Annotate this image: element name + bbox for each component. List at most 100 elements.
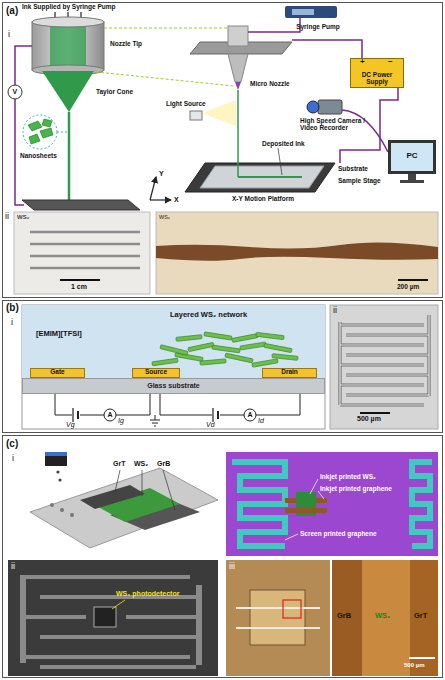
graphene-lead [236,627,320,629]
panel-frame [3,436,443,678]
annotation-text: Inkjet printed WS₂ [320,473,376,480]
flake [232,334,258,343]
battery-symbol [212,408,213,422]
taylor-cone [42,71,94,112]
annotation-text: High Speed Camera / Video Recorder [300,117,376,131]
annotation-text: Taylor Cone [96,88,133,95]
light-source-symbol [190,111,202,120]
battery-symbol [77,411,79,419]
electrode-box: Gate [30,368,85,378]
transistor-schematic [22,305,325,429]
zoom-leader [96,72,234,86]
graphene-region [332,560,362,676]
annotation-text: WS₂ photodetector [116,590,179,598]
substrate-band: Glass substrate [22,378,325,394]
annotation-text: Screen printed graphene [300,530,377,537]
graphene-lead [236,607,320,609]
electrode-box: Source [132,368,180,378]
camera-cable [342,110,388,152]
node-text: Source [145,369,167,376]
electrode-bus [20,575,26,663]
photo-background [226,452,438,556]
layer-label: WS₂ [134,460,148,468]
micrograph [226,560,330,676]
device-micrographs [226,560,438,676]
subpanel-numeral: ii [333,306,337,316]
ws2-square [250,590,305,645]
photo-background [8,560,218,676]
x-axis-arrow [150,199,171,200]
meter-letter: A [248,411,253,419]
micrograph [156,212,438,294]
scale-bar [409,657,435,659]
annotation-text: Light Source [166,100,206,107]
node-text: Glass substrate [147,382,200,389]
micrograph-zoom [332,560,438,676]
signal-name: Vg [66,421,75,429]
power-wire [292,40,362,58]
layer-label: GrB [337,612,351,620]
leader-line [163,470,175,510]
annotation-text: Nozzle Tip [110,40,142,47]
printed-line [30,267,140,270]
zoom-leader [104,28,228,29]
nozzle-body [228,26,248,46]
leader-line [285,534,298,540]
flake [212,345,240,353]
flake [264,343,292,352]
flake [240,342,266,350]
layer-label: GrT [113,460,125,468]
annotation-text: Nanosheets [20,152,57,159]
scale-bar [360,412,390,414]
micrograph [330,305,438,429]
annotation-text: Micro Nozzle [250,80,290,87]
electrode-finger [40,665,196,669]
ammeter-symbol [244,409,256,421]
panel-letter: (c) [6,438,18,449]
annotation-text: Ink Supplied by Syringe Pump [22,3,116,10]
axis-label: X [174,196,179,204]
scale-bar [60,279,100,281]
power-supply-box: DC Power Supply [350,58,404,88]
flake [204,332,232,340]
battery-symbol [217,411,219,419]
droplet [50,503,54,507]
leader-line [142,470,143,496]
node-text: DC Power Supply [352,72,402,86]
scale-label: 500 µm [357,415,381,423]
annotation-text: Substrate [338,165,368,172]
layer-label: GrT [414,612,427,620]
inkjet-head-top [45,452,67,456]
layer-label: WS₂ [375,612,390,620]
scale-bar [398,279,428,281]
nozzle-top [32,17,104,27]
printed-line-micro [156,242,438,260]
inkjet-graphene [285,508,327,513]
screen-printed-graphene [412,462,432,546]
electrode-fingers-inner [340,315,429,405]
subpanel-numeral: iii [229,562,235,572]
printed-line [30,231,140,234]
substrate-slab [22,200,140,210]
gate-circuit-wire [55,394,150,415]
leader-line [310,479,318,494]
layer-label: GrB [157,460,170,468]
ink-tube [248,18,300,32]
panel-frame [3,301,443,433]
flake [160,345,188,356]
subpanel-numeral: ii [11,562,15,572]
node-text: Drain [281,369,298,376]
signal-name: Ig [118,417,124,425]
electrode-finger [26,575,190,579]
annotation-text: Inkjet printed graphene [320,485,392,492]
flake [176,335,202,342]
panel-letter: (a) [6,5,18,16]
nozzle-cylinder [32,22,104,70]
annotation-text: Layered WS₂ network [170,311,247,319]
polarity-sign: − [388,58,393,67]
photodetector-device [94,607,116,627]
drain-circuit-wire [160,394,300,415]
meter-letter: A [108,411,113,419]
